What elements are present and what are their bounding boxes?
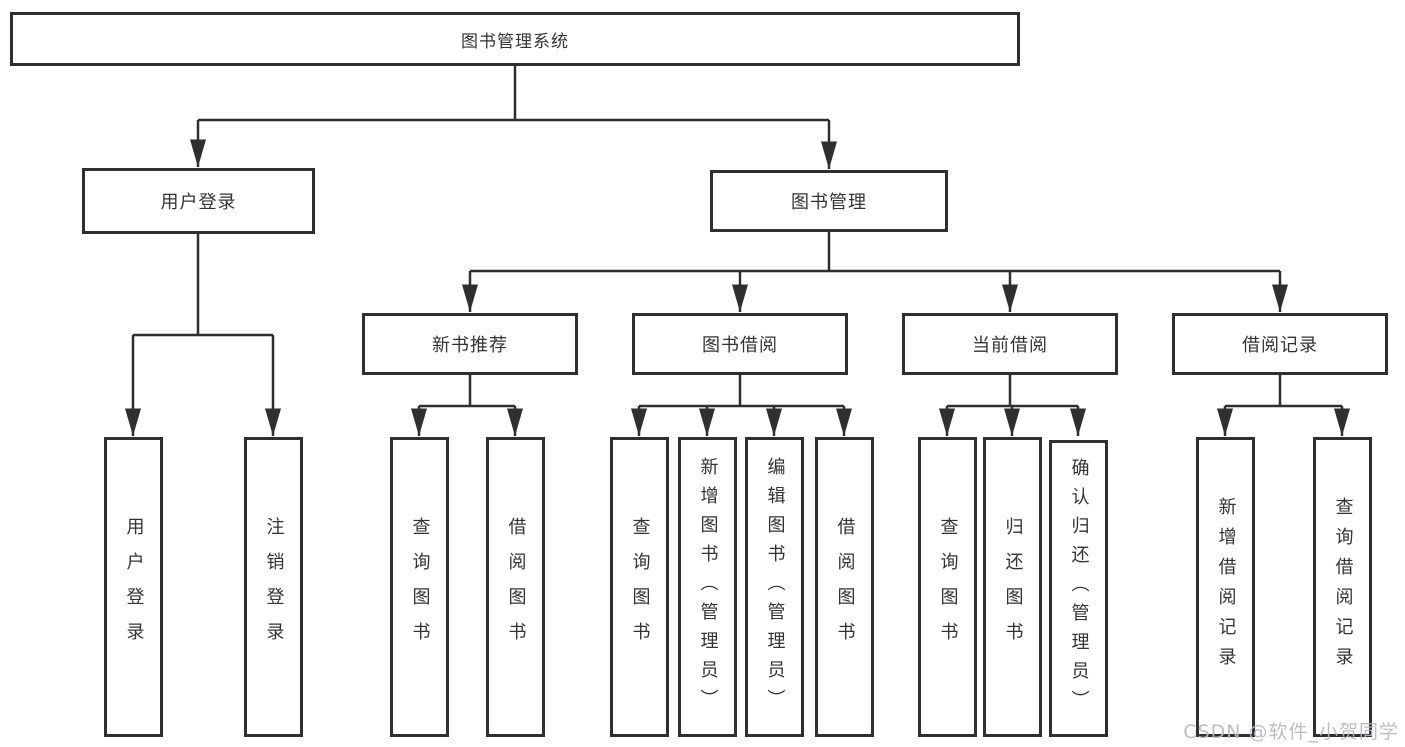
leaf-query-books-borrow-label: 查询图书	[629, 517, 651, 657]
leaf-add-borrow-record: 新增借阅记录	[1196, 437, 1255, 737]
leaf-add-books-admin-label: 新增图书（管理员）	[697, 456, 719, 718]
node-borrowing-records: 借阅记录	[1172, 313, 1388, 375]
leaf-edit-books-admin: 编辑图书（管理员）	[745, 437, 804, 737]
node-root-book-management-system: 图书管理系统	[10, 12, 1020, 66]
node-new-book-recommendation: 新书推荐	[362, 313, 578, 375]
node-user-login: 用户登录	[82, 168, 315, 234]
leaf-confirm-return-admin: 确认归还（管理员）	[1049, 440, 1108, 737]
leaf-add-borrow-record-label: 新增借阅记录	[1215, 497, 1237, 677]
leaf-query-books-current-label: 查询图书	[937, 517, 959, 657]
node-book-management: 图书管理	[710, 170, 948, 232]
leaf-query-books-current: 查询图书	[918, 437, 977, 737]
leaf-confirm-return-admin-label: 确认归还（管理员）	[1068, 458, 1090, 719]
leaf-borrow-books-label: 借阅图书	[834, 517, 856, 657]
leaf-user-login: 用户登录	[104, 437, 163, 737]
leaf-return-books-label: 归还图书	[1002, 517, 1024, 657]
node-book-borrowing: 图书借阅	[632, 313, 848, 375]
node-current-borrowing: 当前借阅	[902, 313, 1118, 375]
leaf-query-books-borrow: 查询图书	[610, 437, 669, 737]
leaf-query-books-recommend: 查询图书	[390, 437, 449, 737]
leaf-logout: 注销登录	[244, 437, 303, 737]
leaf-borrow-books-recommend-label: 借阅图书	[505, 517, 527, 657]
leaf-query-books-recommend-label: 查询图书	[409, 517, 431, 657]
leaf-edit-books-admin-label: 编辑图书（管理员）	[764, 456, 786, 718]
leaf-borrow-books: 借阅图书	[815, 437, 874, 737]
csdn-watermark: CSDN @软件_小贺同学	[1183, 721, 1399, 743]
leaf-query-borrow-record-label: 查询借阅记录	[1332, 497, 1354, 677]
leaf-borrow-books-recommend: 借阅图书	[486, 437, 545, 737]
leaf-return-books: 归还图书	[983, 437, 1042, 737]
leaf-add-books-admin: 新增图书（管理员）	[678, 437, 737, 737]
leaf-logout-label: 注销登录	[263, 517, 285, 657]
leaf-user-login-label: 用户登录	[123, 517, 145, 657]
leaf-query-borrow-record: 查询借阅记录	[1313, 437, 1372, 737]
